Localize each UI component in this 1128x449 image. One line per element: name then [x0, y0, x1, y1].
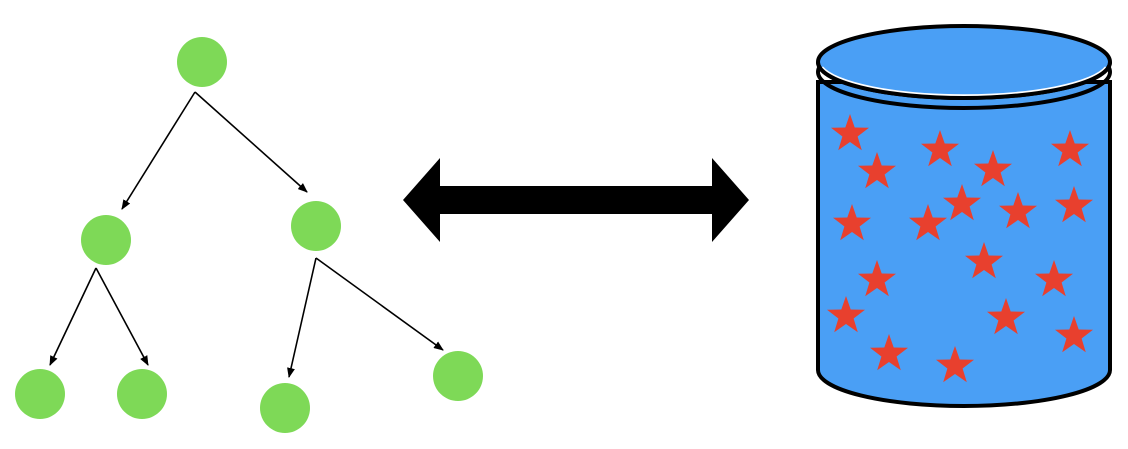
star-icon: [999, 192, 1037, 229]
star-icon: [943, 184, 981, 221]
tree-edge: [95, 267, 149, 366]
star-icon: [858, 260, 896, 297]
star-icon: [833, 204, 871, 241]
tree-edge: [194, 91, 308, 193]
star-icon: [987, 298, 1025, 335]
tree-node-right-right: [433, 351, 483, 401]
database-top-edge: [816, 61, 1112, 100]
database-cylinder: [816, 24, 1112, 408]
star-icon: [921, 130, 959, 167]
tree-edge: [49, 267, 97, 366]
star-icon: [965, 242, 1003, 279]
star-icon: [909, 204, 947, 241]
star-icon: [1055, 316, 1093, 353]
star-icon: [831, 114, 869, 151]
double-headed-arrow: [403, 158, 749, 242]
star-icon: [974, 150, 1012, 187]
star-icon: [1055, 186, 1093, 223]
star-icon: [870, 334, 908, 371]
database-body: [816, 80, 1112, 408]
star-icon: [858, 152, 896, 189]
tree-node-left-right: [117, 369, 167, 419]
tree-node-left-left: [15, 369, 65, 419]
star-icon: [936, 346, 974, 383]
tree-edge: [287, 257, 317, 378]
tree-edge: [121, 91, 196, 210]
tree-node-left: [81, 215, 131, 265]
tree-node-right: [291, 201, 341, 251]
tree-node-root: [177, 37, 227, 87]
tree: [15, 37, 483, 433]
star-icon: [1035, 260, 1073, 297]
tree-nodes: [15, 37, 483, 433]
tree-edges: [49, 91, 444, 378]
database-stars: [827, 114, 1093, 383]
tree-node-right-left: [260, 383, 310, 433]
star-icon: [1051, 130, 1089, 167]
tree-edge: [315, 257, 444, 351]
star-icon: [827, 296, 865, 333]
